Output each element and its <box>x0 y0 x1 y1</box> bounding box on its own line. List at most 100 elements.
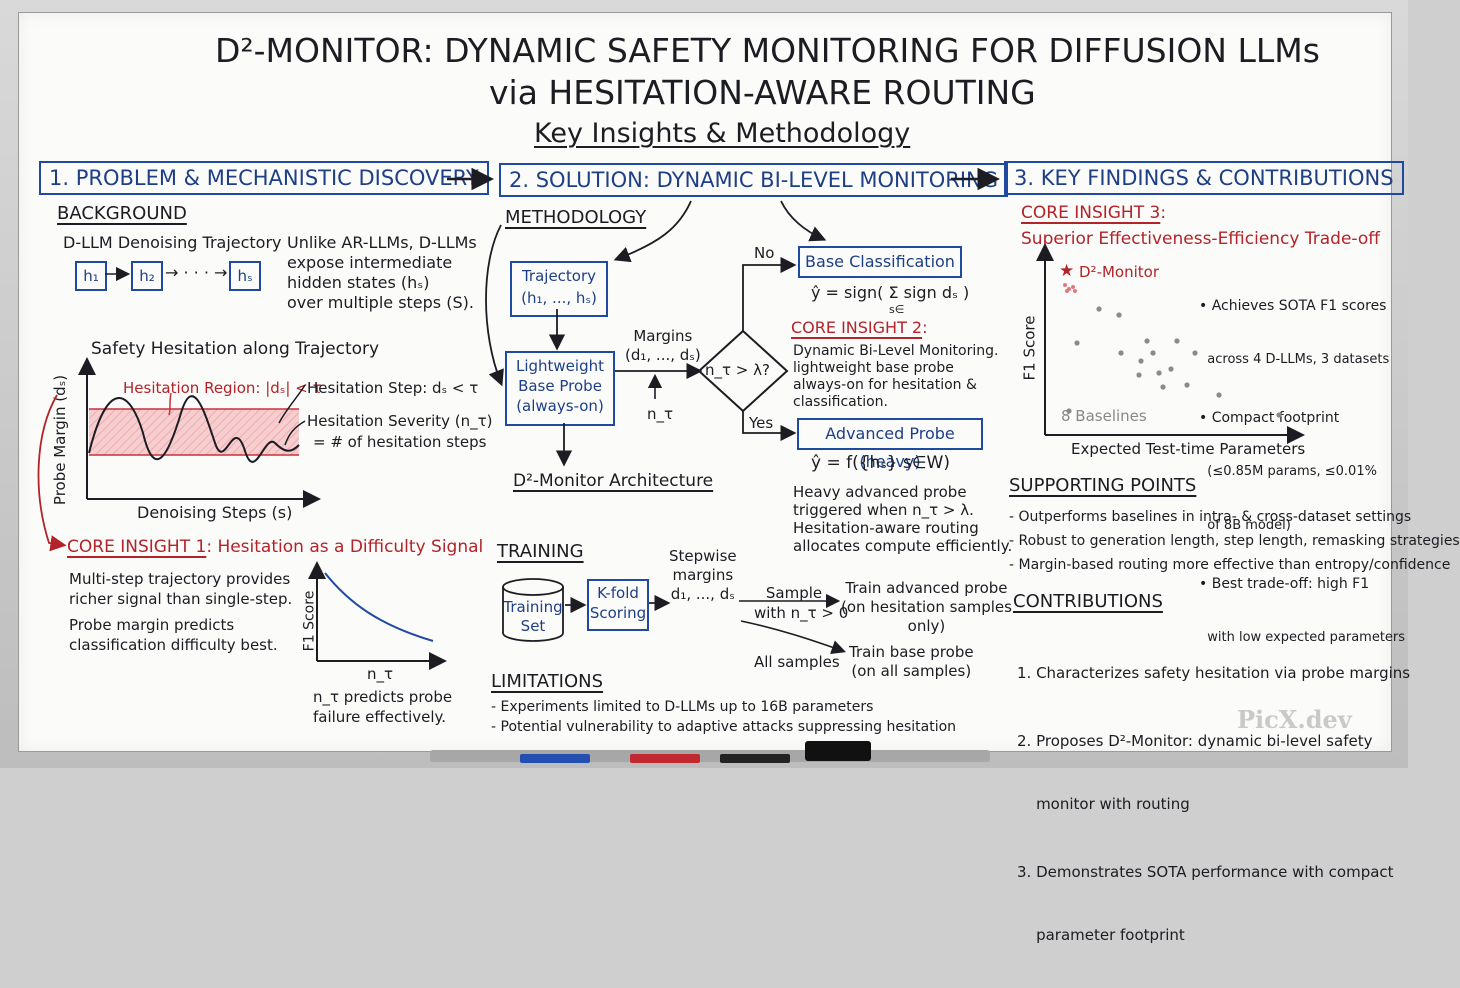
decision-diamond <box>697 329 789 413</box>
sample-line: with n_τ > 0 <box>754 604 849 622</box>
background-desc-line: expose intermediate <box>287 253 453 272</box>
baseline-point <box>1160 384 1166 390</box>
trajectory-dots: → · · · → <box>165 263 228 282</box>
monitor-star-icon: ★ <box>1059 261 1075 281</box>
insight3-bullet-line: of 8B model) <box>1199 518 1291 533</box>
heavy-line: allocates compute efficiently. <box>793 537 1013 555</box>
contribution-item: monitor with routing <box>1017 795 1190 813</box>
trajectory-box: Trajectory (h₁, ..., hₛ) <box>510 261 608 317</box>
method-arrow-loop <box>485 224 504 387</box>
adv-eq: ŷ = f({hₛ} s∈W) <box>811 453 950 473</box>
h2-label: h₂ <box>139 267 155 285</box>
no-branch-arrow <box>742 256 797 331</box>
title-line1: D²-MONITOR: DYNAMIC SAFETY MONITORING FO… <box>215 31 1320 71</box>
insight3-label: CORE INSIGHT 3 <box>1021 203 1161 223</box>
insight2-label: CORE INSIGHT 2 <box>791 318 923 337</box>
insight2-heading: CORE INSIGHT 2: <box>791 318 928 337</box>
hs-label: hₛ <box>237 267 253 285</box>
limitation-item: - Experiments limited to D-LLMs up to 16… <box>491 699 874 715</box>
section-3-header: 3. KEY FINDINGS & CONTRIBUTIONS <box>1004 161 1404 195</box>
n-tau-label: n_τ <box>647 405 674 423</box>
supporting-list: - Outperforms baselines in intra- & cros… <box>1009 505 1460 577</box>
methodology-heading: METHODOLOGY <box>505 207 647 228</box>
trajectory-box-line: (h₁, ..., hₛ) <box>521 289 597 307</box>
baseline-point <box>1136 372 1142 378</box>
insight2-text: Dynamic Bi-Level Monitoring. lightweight… <box>793 343 998 411</box>
trajectory-box-line: Trajectory <box>521 267 597 285</box>
hesitation-severity-label: Hesitation Severity (n_τ) <box>307 412 493 430</box>
severity-pointer <box>284 420 306 446</box>
margins-line: Margins <box>633 327 693 345</box>
baseline-point <box>1138 358 1144 364</box>
baseline-point <box>1116 312 1122 318</box>
base-probe-box: Lightweight Base Probe (always-on) <box>505 351 615 426</box>
margin-curve <box>88 395 300 463</box>
limitation-item: - Potential vulnerability to adaptive at… <box>491 719 957 735</box>
advanced-probe-box: Advanced Probe (heavy) <box>797 418 983 471</box>
whiteboard-frame: D²-MONITOR: DYNAMIC SAFETY MONITORING FO… <box>0 0 1460 944</box>
hesitation-plot-title: Safety Hesitation along Trajectory <box>91 339 380 359</box>
red-marker <box>630 754 700 763</box>
insight2-line: lightweight base probe <box>793 360 954 376</box>
hesitation-region-hatch <box>89 409 299 455</box>
base-eq-sub: s∈ <box>889 303 905 316</box>
decision-label: n_τ > λ? <box>705 361 770 379</box>
train-advanced-line: Train advanced probe <box>845 579 1008 597</box>
h2-box: h₂ <box>131 261 163 291</box>
baseline-point <box>1144 338 1150 344</box>
train-base-line: (on all samples) <box>851 662 972 680</box>
contribution-item: 2. Proposes D²-Monitor: dynamic bi-level… <box>1017 732 1373 750</box>
region-pointer <box>168 392 172 416</box>
no-label: No <box>754 244 775 262</box>
kfold-line: Scoring <box>589 604 647 622</box>
h1-box: h₁ <box>75 261 107 291</box>
insight1-rest: : Hesitation as a Difficulty Signal <box>206 537 484 557</box>
insight1-arrow <box>37 394 67 552</box>
heavy-line: Hesitation-aware routing <box>793 519 979 537</box>
insight1-caption-line: failure effectively. <box>313 708 447 726</box>
base-classification-box: Base Classification <box>798 246 962 278</box>
insight3-bullet-line: • Compact footprint <box>1199 410 1340 426</box>
base-probe-line: Lightweight <box>515 357 604 375</box>
whiteboard: D²-MONITOR: DYNAMIC SAFETY MONITORING FO… <box>18 12 1460 944</box>
sample-line: Sample <box>765 584 823 602</box>
insight2-line: always-on for hesitation & <box>793 377 977 393</box>
baseline-points <box>1066 306 1282 418</box>
baseline-point <box>1074 340 1080 346</box>
step-pointer <box>278 384 306 424</box>
margins-line: (d₁, ..., dₛ) <box>625 346 701 364</box>
eraser <box>805 741 871 761</box>
hesitation-region-label: Hesitation Region: |dₛ| < τ <box>123 379 322 397</box>
baseline-point <box>1216 392 1222 398</box>
train-base: Train base probe (on all samples) <box>849 643 974 681</box>
contributions-heading: CONTRIBUTIONS <box>1013 591 1163 612</box>
insight1-heading: CORE INSIGHT 1: Hesitation as a Difficul… <box>67 537 483 557</box>
background-desc: Unlike AR-LLMs, D-LLMs expose intermedia… <box>287 233 477 313</box>
insight1-label: CORE INSIGHT 1 <box>67 537 207 557</box>
insight1-line: richer signal than single-step. <box>69 590 293 608</box>
yes-branch-arrow <box>742 411 797 442</box>
monitor-point-label: D²-Monitor <box>1079 263 1159 281</box>
advanced-probe-label: Advanced Probe (heavy) <box>825 424 955 471</box>
h1-label: h₁ <box>83 267 99 285</box>
baseline-point <box>1192 350 1198 356</box>
blue-marker <box>520 754 590 763</box>
f1-curve <box>324 572 434 642</box>
insight2-line: Dynamic Bi-Level Monitoring. <box>793 343 999 359</box>
title-line1-rest: : DYNAMIC SAFETY MONITORING FOR DIFFUSIO… <box>422 31 1320 70</box>
baseline-point <box>1096 306 1102 312</box>
section-2-header: 2. SOLUTION: DYNAMIC BI-LEVEL MONITORING <box>499 163 1009 197</box>
contribution-item: 3. Demonstrates SOTA performance with co… <box>1017 863 1394 881</box>
kfold-box: K-fold Scoring <box>587 579 649 631</box>
baselines-label: 8 Baselines <box>1061 407 1147 425</box>
insight3-subtitle: Superior Effectiveness-Efficiency Trade-… <box>1021 229 1380 249</box>
architecture-label: D²-Monitor Architecture <box>513 471 714 491</box>
hesitation-severity-def: = # of hesitation steps <box>313 433 487 451</box>
sample-label: Sample with n_τ > 0 <box>754 583 849 623</box>
supporting-item: - Outperforms baselines in intra- & cros… <box>1009 509 1412 525</box>
margins-label: Margins (d₁, ..., dₛ) <box>625 327 701 365</box>
limitations-list: - Experiments limited to D-LLMs up to 16… <box>491 697 956 737</box>
board-drawings <box>37 167 1305 670</box>
baseline-point <box>1174 338 1180 344</box>
marker-tray <box>430 750 990 762</box>
